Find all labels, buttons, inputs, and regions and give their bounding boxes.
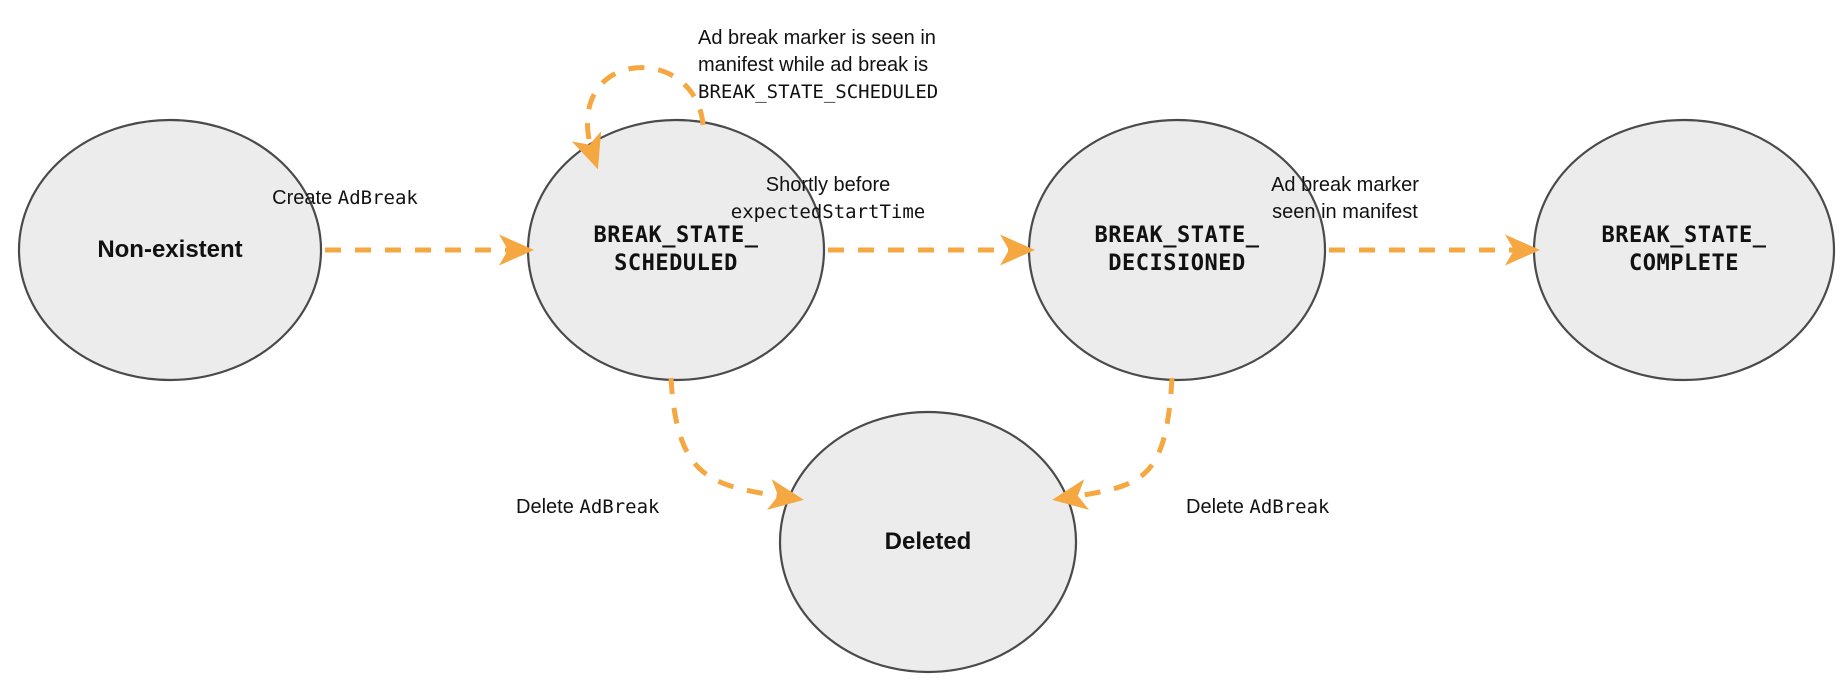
edge-label-part: seen in manifest xyxy=(1272,201,1418,223)
edge-label-part: Ad break marker is seen in xyxy=(698,27,936,49)
edge-label-part: manifest while ad break is xyxy=(698,54,929,76)
edge-delete-adbreak-from-scheduled[interactable] xyxy=(668,377,804,510)
edge-ad-break-marker-seen-scheduled-self-loop[interactable] xyxy=(571,65,706,170)
state-node-deleted[interactable] xyxy=(778,410,1078,674)
edge-label-part: expectedStartTime xyxy=(730,201,926,223)
edge-label-part: BREAK_STATE_SCHEDULED xyxy=(698,81,939,103)
edge-label-part: AdBreak xyxy=(337,187,418,209)
edge-label-delete-adbreak-from-scheduled: Delete AdBreak xyxy=(516,494,659,521)
edge-label-part: Shortly before xyxy=(765,174,891,196)
edge-label-part: Delete xyxy=(1186,496,1250,518)
edge-label-ad-break-marker-seen-in-manifest: Ad break marker seen in manifest xyxy=(1271,172,1419,226)
state-node-break-state-scheduled[interactable] xyxy=(526,118,826,382)
state-node-break-state-decisioned[interactable] xyxy=(1027,118,1327,382)
edge-label-part: AdBreak xyxy=(1249,496,1330,518)
edge-label-part: Delete xyxy=(516,496,580,518)
edge-label-delete-adbreak-from-decisioned: Delete AdBreak xyxy=(1186,494,1329,521)
edge-label-part: AdBreak xyxy=(579,496,660,518)
edge-label-part: Create xyxy=(272,187,338,209)
edge-label-ad-break-marker-seen-scheduled-self-loop: Ad break marker is seen in manifest while… xyxy=(698,25,938,106)
state-node-break-state-complete[interactable] xyxy=(1532,118,1836,382)
edges-layer xyxy=(325,65,1541,510)
edge-label-shortly-before-expected-start-time: Shortly before expectedStartTime xyxy=(731,172,925,226)
edge-label-part: Ad break marker xyxy=(1271,174,1419,196)
edge-label-create-adbreak: Create AdBreak xyxy=(272,185,418,212)
state-node-non-existent[interactable] xyxy=(17,118,323,382)
nodes-layer xyxy=(17,118,1836,674)
edge-delete-adbreak-from-decisioned[interactable] xyxy=(1052,377,1175,510)
